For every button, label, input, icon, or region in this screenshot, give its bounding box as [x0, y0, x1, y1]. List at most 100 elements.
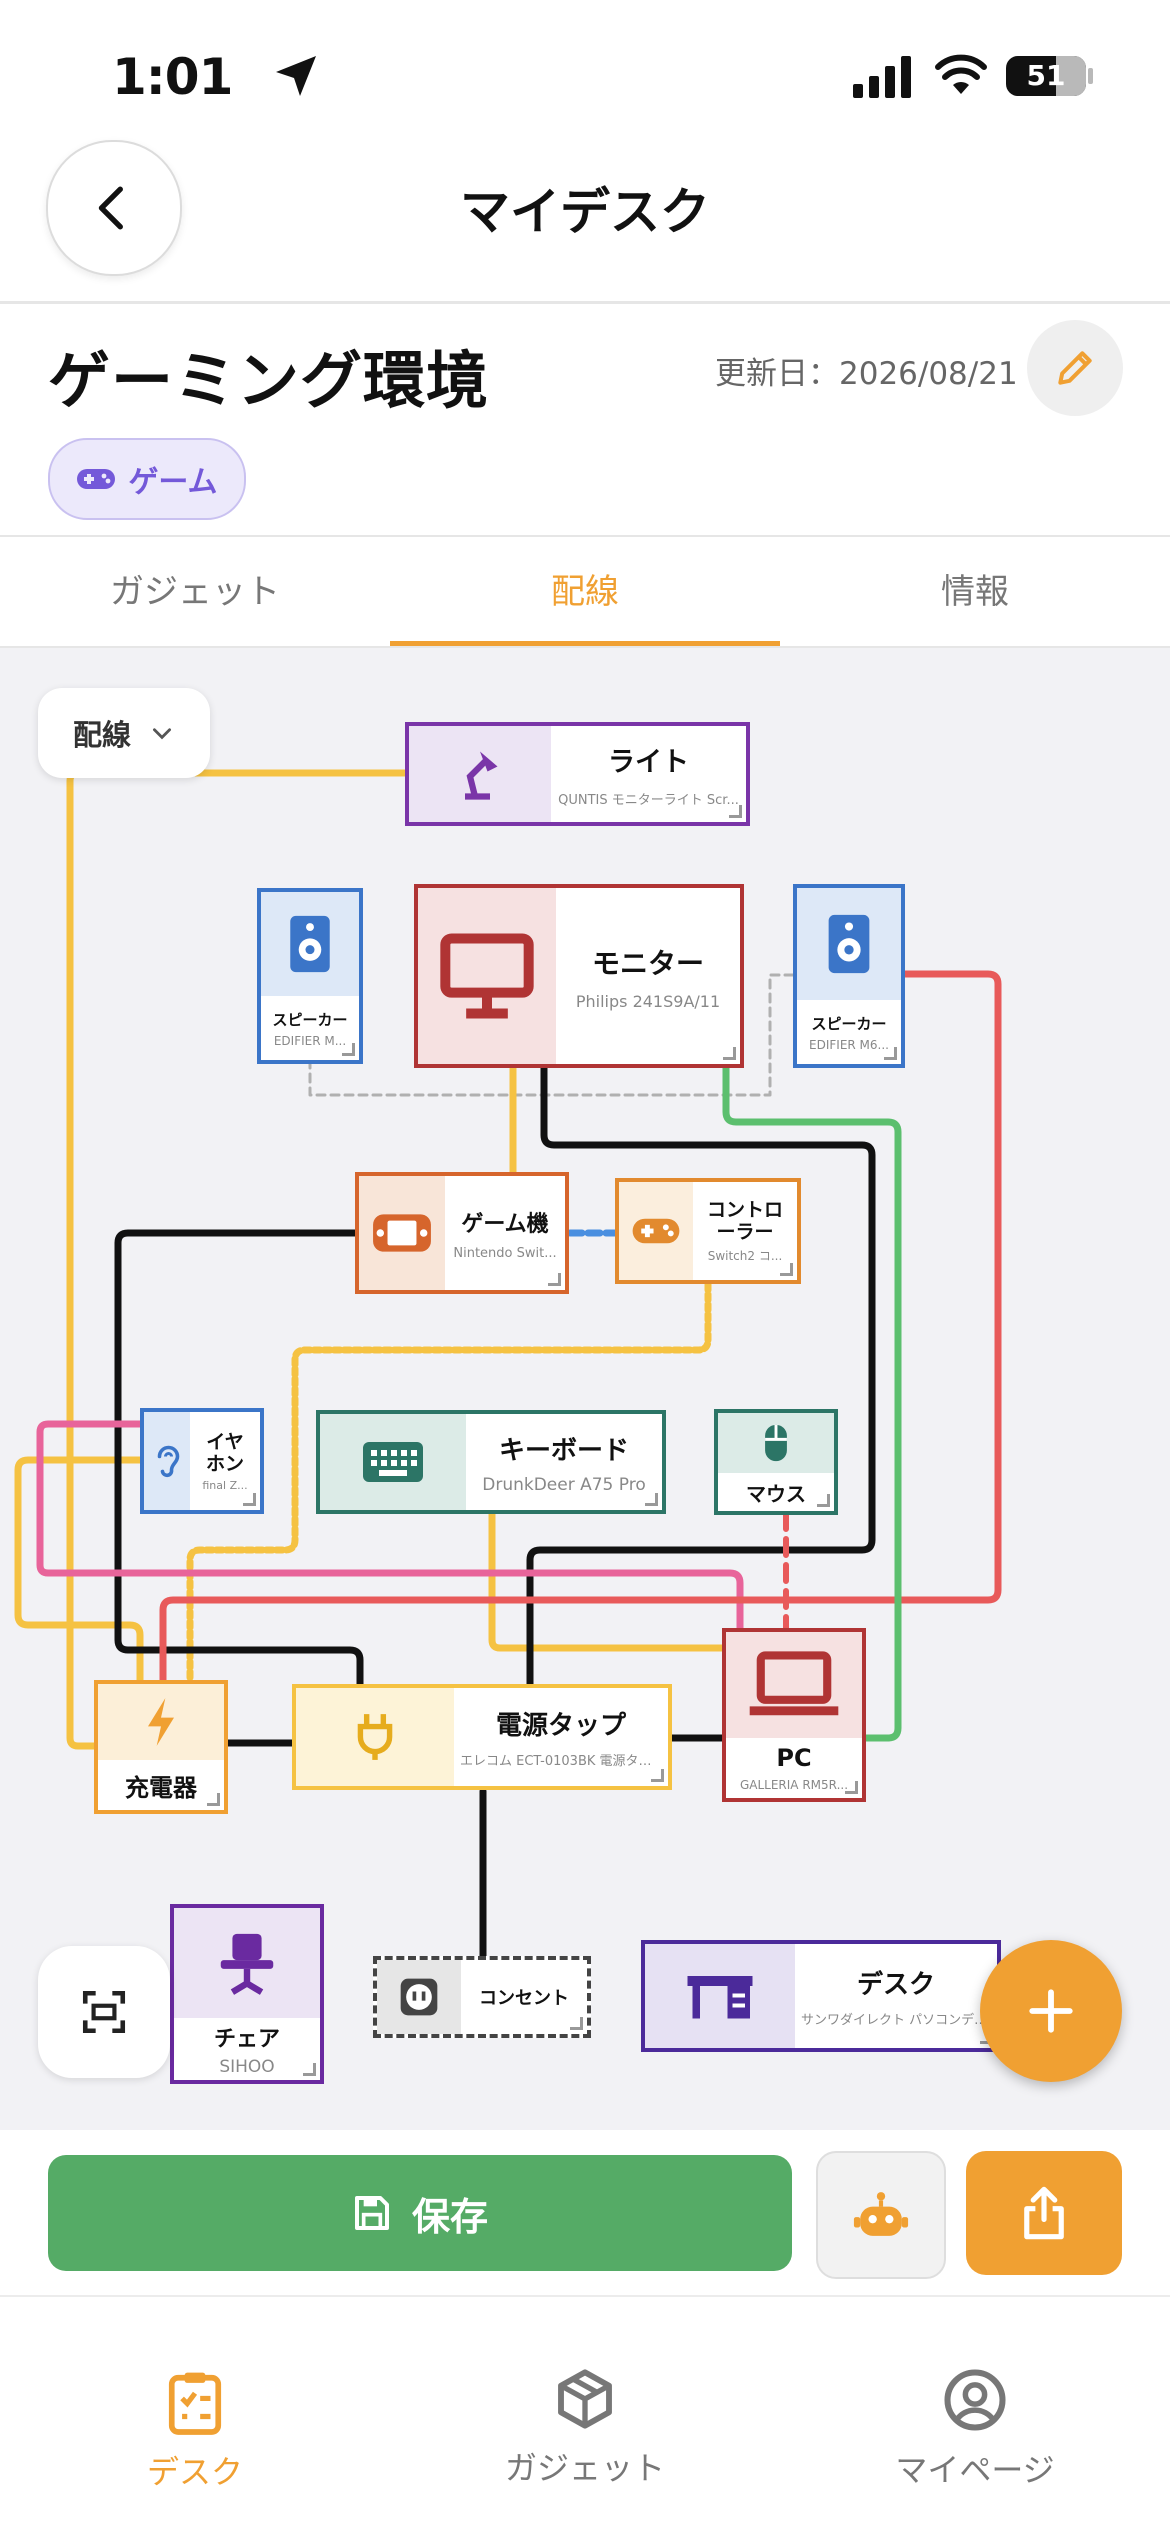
scan-frame-icon: [82, 1990, 126, 2034]
save-button-label: 保存: [411, 2194, 488, 2239]
node-mouse-name: マウス: [746, 1481, 806, 1506]
node-speaker-right-sub: EDIFIER M6...: [809, 1037, 889, 1052]
cellular-signal-icon: [853, 56, 911, 98]
box-icon: [558, 2369, 612, 2429]
node-game-console-sub: Nintendo Swit...: [453, 1245, 557, 1261]
node-controller-name: コントローラー: [706, 1198, 783, 1243]
nav-desk[interactable]: デスク: [0, 2297, 390, 2534]
node-earphone-name: イヤホン: [205, 1430, 244, 1475]
view-selector[interactable]: 配線: [38, 688, 210, 778]
node-monitor-name: モニター: [591, 946, 704, 980]
node-power-strip-sub: エレコム ECT-0103BK 電源タッ...: [460, 1754, 662, 1769]
chevron-down-icon: [153, 728, 171, 740]
bottom-navigation: デスク ガジェット マイページ: [0, 2295, 1170, 2534]
node-keyboard-name: キーボード: [498, 1435, 629, 1466]
cable-hdmi: [722, 1060, 902, 1742]
node-pc[interactable]: PC GALLERIA RM5R...: [722, 1628, 866, 1802]
wifi-icon: [935, 54, 987, 94]
laptop-icon: [749, 1651, 839, 1716]
handheld-console-icon: [373, 1214, 431, 1252]
node-power-strip-name: 電源タップ: [495, 1711, 626, 1741]
mouse-icon: [765, 1424, 787, 1462]
node-controller-sub: Switch2 コ...: [707, 1248, 783, 1263]
node-game-console[interactable]: ゲーム機 Nintendo Swit...: [355, 1172, 569, 1294]
node-chair-name: チェア: [213, 2027, 280, 2052]
category-tag[interactable]: ゲーム: [48, 438, 246, 520]
node-light[interactable]: ライト QUNTIS モニターライト Scr...: [405, 722, 750, 826]
cable-layer: [14, 769, 1002, 1960]
header-divider: [0, 301, 1170, 304]
node-keyboard[interactable]: キーボード DrunkDeer A75 Pro: [316, 1410, 666, 1514]
node-mouse[interactable]: マウス: [714, 1409, 838, 1515]
node-light-sub: QUNTIS モニターライト Scr...: [558, 793, 739, 808]
tab-bar: ガジェット 配線 情報: [0, 537, 1170, 647]
cable-power-loop: [14, 1456, 144, 1684]
nav-gadgets[interactable]: ガジェット: [390, 2297, 780, 2534]
tab-wiring[interactable]: 配線: [390, 537, 780, 647]
cable-game-charger: [114, 1229, 364, 1689]
chair-icon: [220, 1933, 274, 1995]
node-pc-sub: GALLERIA RM5R...: [739, 1778, 849, 1792]
status-time: 1:01: [112, 48, 233, 106]
node-pc-name: PC: [776, 1744, 812, 1772]
lightning-icon: [148, 1698, 174, 1746]
tab-info[interactable]: 情報: [941, 572, 1009, 612]
node-earphone[interactable]: イヤホン final Z...: [140, 1408, 264, 1514]
share-button[interactable]: [966, 2151, 1122, 2275]
chevron-left-icon: [98, 186, 123, 230]
monitor-icon: [440, 933, 534, 1019]
save-button[interactable]: 保存: [48, 2155, 792, 2271]
battery-icon: 51: [1006, 56, 1086, 96]
pencil-icon: [1058, 351, 1092, 385]
desk-icon: [687, 1976, 753, 2019]
tab-gadgets[interactable]: ガジェット: [110, 572, 280, 612]
user-circle-icon: [944, 2369, 1006, 2431]
cable-usb-speaker: [159, 970, 1002, 1684]
node-outlet-name: コンセント: [479, 1988, 569, 2009]
page-title: マイデスク: [460, 183, 710, 241]
add-button[interactable]: [980, 1940, 1122, 2082]
gamepad-icon: [77, 469, 116, 489]
nav-gadgets-label: ガジェット: [504, 2449, 665, 2487]
fit-view-button[interactable]: [38, 1946, 170, 2078]
node-desk[interactable]: デスク サンワダイレクト パソコンデスク: [641, 1940, 1001, 2052]
nav-mypage[interactable]: マイページ: [780, 2297, 1170, 2534]
node-chair-sub: SIHOO: [219, 2057, 275, 2077]
node-speaker-left-sub: EDIFIER M...: [273, 1033, 347, 1048]
node-game-console-name: ゲーム機: [461, 1211, 549, 1237]
node-light-name: ライト: [608, 747, 689, 778]
battery-cap: [1088, 68, 1093, 84]
cable-speaker-link: [308, 973, 795, 1097]
node-outlet[interactable]: コンセント: [373, 1956, 591, 2038]
back-button[interactable]: [46, 140, 182, 276]
node-power-strip[interactable]: 電源タップ エレコム ECT-0103BK 電源タッ...: [292, 1684, 672, 1790]
info-divider: [0, 535, 1170, 537]
robot-icon: [853, 2192, 909, 2236]
node-desk-sub: サンワダイレクト パソコンデスク: [801, 2013, 991, 2028]
gamepad-icon: [632, 1218, 680, 1244]
assistant-button[interactable]: [816, 2151, 946, 2279]
wiring-canvas[interactable]: ライト QUNTIS モニターライト Scr... モニター Philips 2…: [0, 648, 1170, 2130]
outlet-icon: [400, 1978, 438, 2016]
node-speaker-left[interactable]: スピーカー EDIFIER M...: [257, 888, 363, 1064]
node-monitor[interactable]: モニター Philips 241S9A/11: [414, 884, 744, 1068]
location-arrow-icon: [276, 56, 316, 96]
updated-date: 更新日：2026/08/21: [715, 356, 1018, 392]
cable-earphone: [36, 1420, 744, 1634]
node-chair[interactable]: チェア SIHOO: [170, 1904, 324, 2084]
plus-icon: [1029, 1989, 1073, 2033]
node-controller[interactable]: コントローラー Switch2 コ...: [615, 1178, 801, 1284]
speaker-icon: [828, 914, 870, 974]
battery-level: 51: [1026, 59, 1066, 92]
category-tag-label: ゲーム: [128, 465, 218, 500]
node-charger[interactable]: 充電器: [94, 1680, 228, 1814]
node-speaker-left-name: スピーカー: [272, 1010, 348, 1029]
node-desk-name: デスク: [856, 1970, 935, 2000]
node-earphone-sub: final Z...: [202, 1478, 248, 1492]
save-icon: [354, 2196, 389, 2230]
clipboard-list-icon: [168, 2372, 222, 2435]
share-icon: [1024, 2186, 1064, 2240]
node-speaker-right[interactable]: スピーカー EDIFIER M6...: [793, 884, 905, 1068]
node-speaker-right-name: スピーカー: [811, 1014, 887, 1033]
edit-button[interactable]: [1027, 320, 1123, 416]
